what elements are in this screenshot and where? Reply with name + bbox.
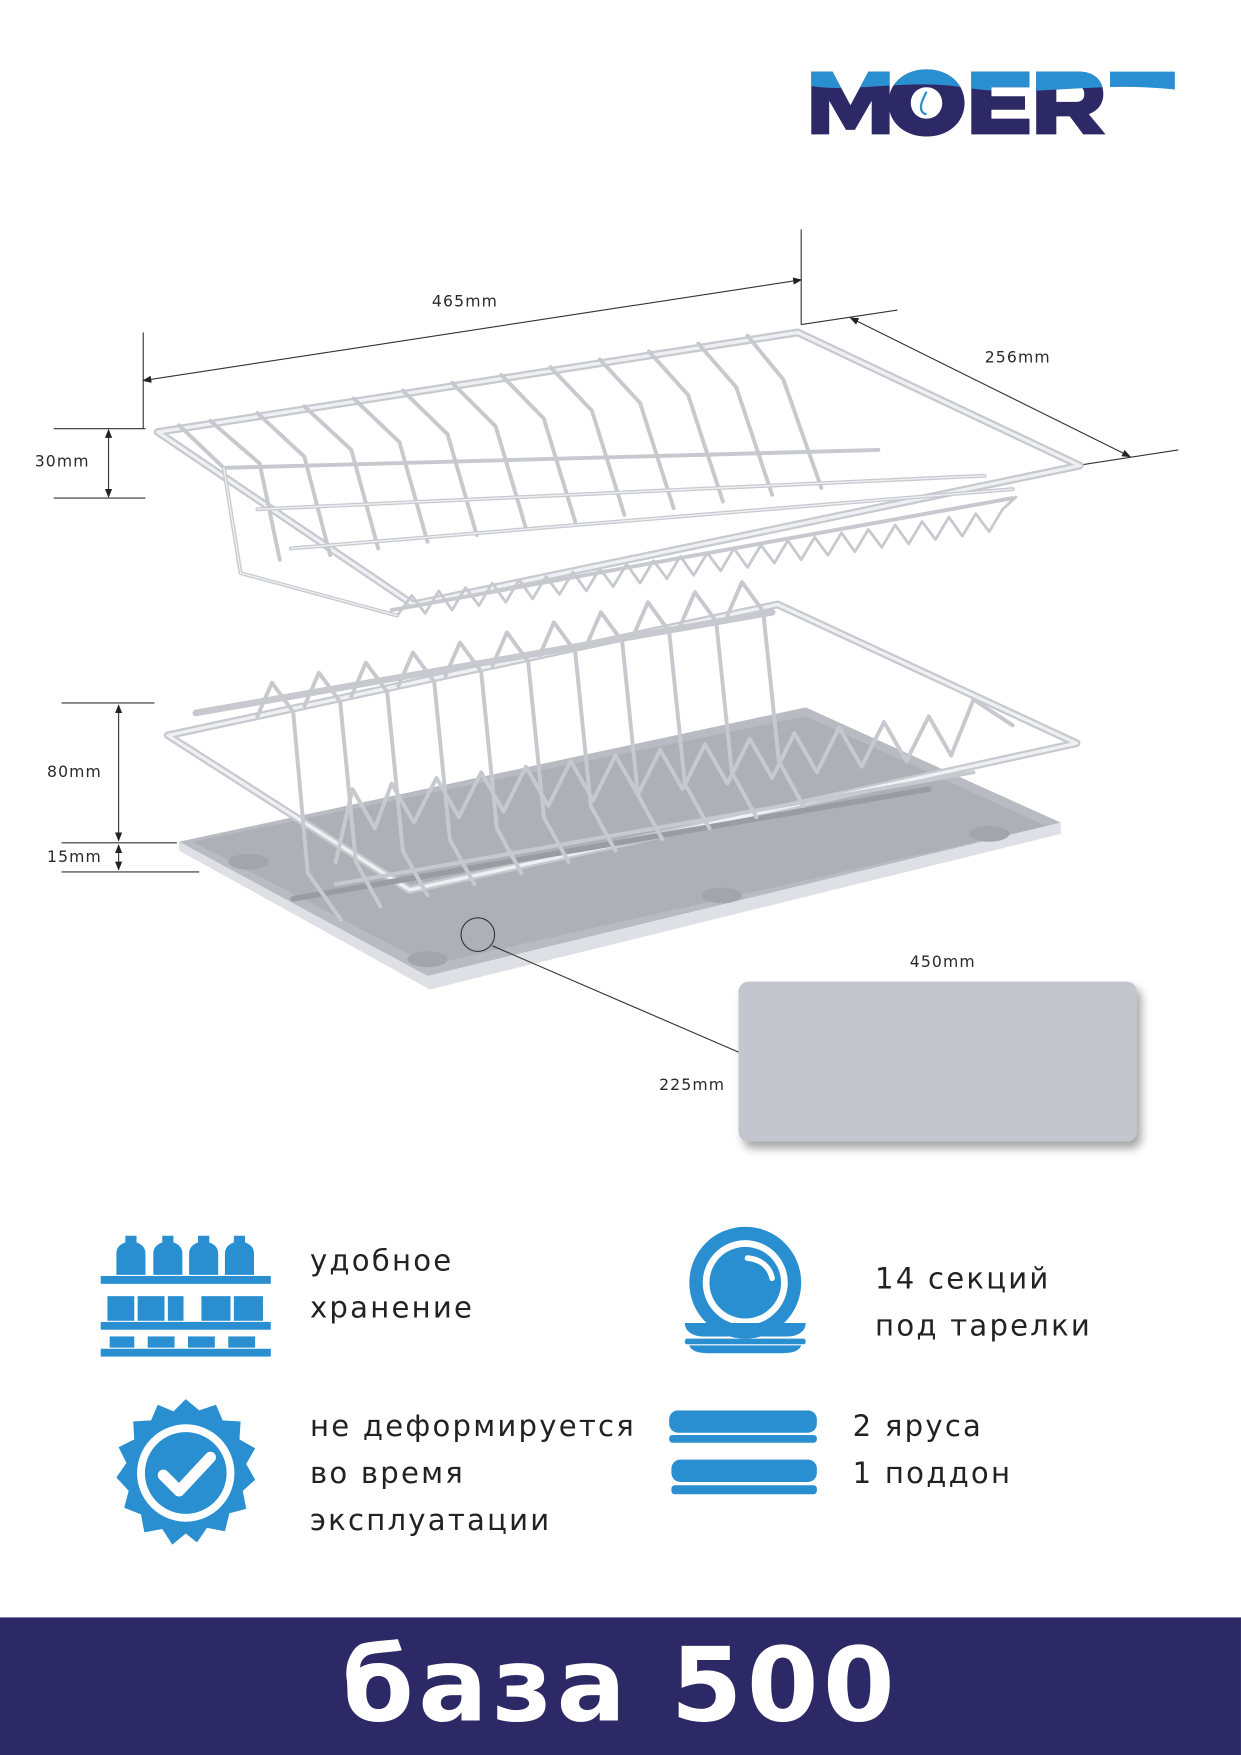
- feature-tiers-text: 2 яруса 1 поддон: [853, 1404, 1013, 1498]
- label-rack-height-top: 30mm: [34, 453, 90, 472]
- feature-durability-line-2: во время: [309, 1457, 466, 1491]
- plate-icon: [684, 1226, 806, 1354]
- rack-drawing: [53, 229, 1179, 1053]
- label-rack-depth: 256mm: [984, 349, 1051, 368]
- product-title: база 500: [341, 1625, 900, 1745]
- label-rack-height-bottom: 80mm: [46, 763, 102, 782]
- label-tray-height: 15mm: [46, 848, 102, 867]
- drip-tray: [179, 707, 1061, 990]
- lower-rack: [163, 580, 1081, 923]
- feature-sections-line-2: под тарелки: [875, 1309, 1093, 1344]
- feature-sections-text: 14 секций под тарелки: [875, 1256, 1092, 1350]
- feature-durability-text: не деформируется во время эксплуатации: [310, 1404, 636, 1545]
- label-tray-panel-width: 450mm: [909, 953, 976, 972]
- moer-logo: [811, 69, 1175, 137]
- feature-storage-text: удобное хранение: [310, 1238, 474, 1332]
- tray-panel: [738, 981, 1137, 1142]
- feature-durability-line-1: не деформируется: [309, 1410, 636, 1444]
- feature-tiers-line-2: 1 поддон: [852, 1457, 1013, 1491]
- feature-storage-line-1: удобное: [309, 1244, 454, 1279]
- feature-tiers-line-1: 2 яруса: [852, 1410, 984, 1444]
- footer-banner: база 500: [0, 1617, 1241, 1755]
- feature-sections-line-1: 14 секций: [875, 1262, 1051, 1297]
- tiers-icon: [669, 1410, 817, 1495]
- quality-badge-icon: [116, 1399, 256, 1545]
- label-rack-width: 465mm: [431, 293, 498, 312]
- tray-callout: [460, 917, 739, 1053]
- feature-durability-line-3: эксплуатации: [309, 1504, 552, 1538]
- feature-storage-line-2: хранение: [309, 1291, 475, 1326]
- dimension-lines-bottom-rack: [61, 702, 200, 873]
- storage-shelves-icon: [100, 1235, 271, 1357]
- label-tray-panel-depth: 225mm: [659, 1076, 726, 1095]
- upper-rack: [153, 328, 1084, 618]
- dimension-lines-top-rack: [53, 229, 1179, 499]
